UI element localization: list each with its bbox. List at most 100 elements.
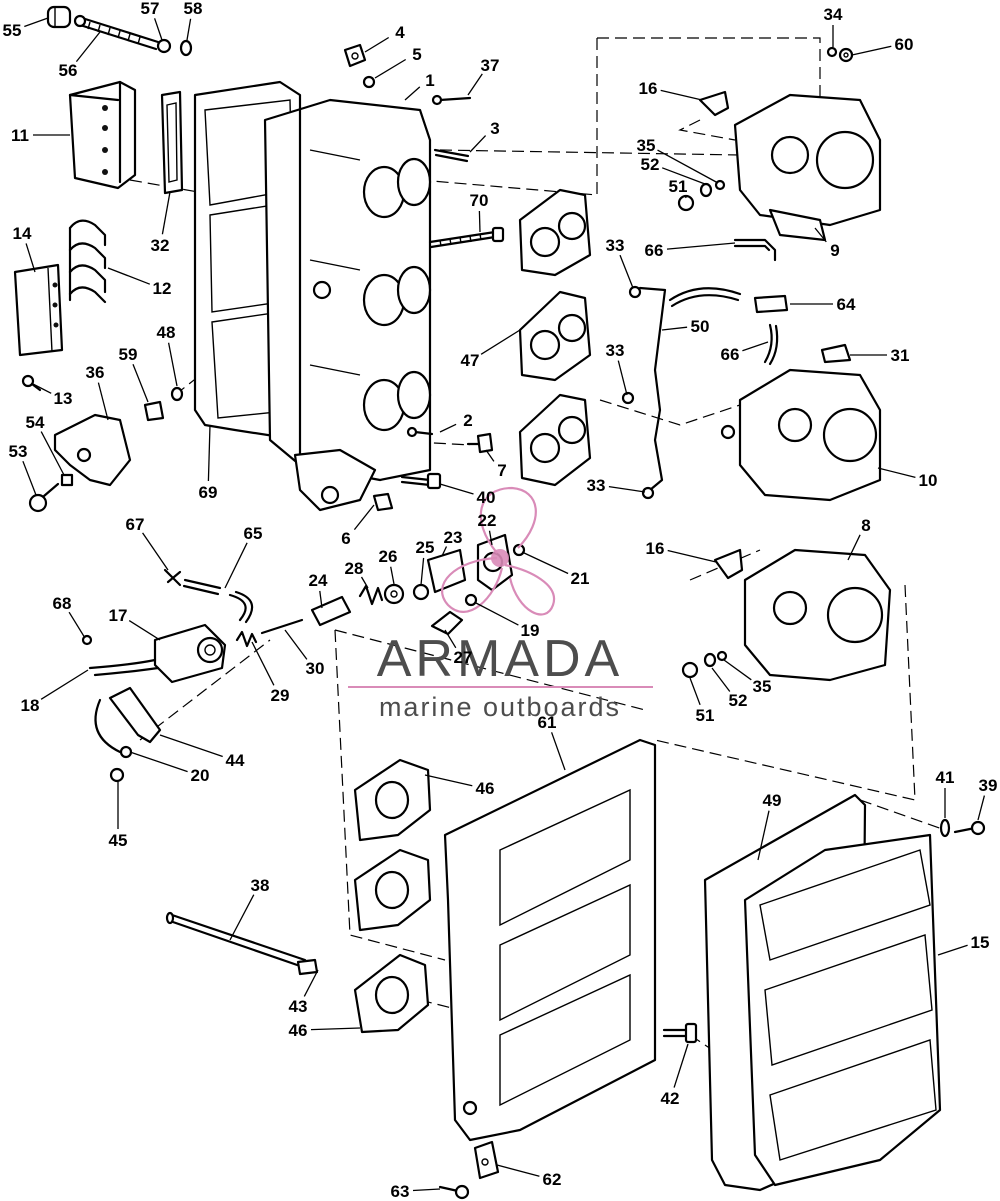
part-66-hoses [668, 238, 779, 366]
leader-line-47 [480, 329, 521, 355]
leader-line-19 [475, 602, 519, 626]
callout-48: 48 [157, 323, 176, 342]
callout-38: 38 [251, 876, 270, 895]
callout-46: 46 [289, 1021, 308, 1040]
brand-name: ARMADA [377, 630, 623, 688]
callout-33: 33 [606, 236, 625, 255]
part-56-stud [73, 14, 160, 51]
part-65-hose [182, 578, 254, 624]
leader-line-48 [167, 342, 178, 387]
part-54-washer [60, 473, 74, 487]
leader-line-36 [97, 382, 109, 421]
callout-7: 7 [497, 461, 506, 480]
leader-line-49 [757, 810, 770, 861]
part-15-silencer-cover [743, 833, 942, 1187]
callout-61: 61 [538, 713, 557, 732]
leader-line-46 [310, 1027, 361, 1031]
callout-31: 31 [891, 346, 910, 365]
callout-62: 62 [543, 1170, 562, 1189]
leader-line-61 [550, 732, 566, 771]
callout-1: 1 [425, 71, 434, 90]
leader-line-10 [877, 467, 916, 479]
callout-33: 33 [606, 341, 625, 360]
leader-line-59 [132, 363, 149, 403]
leader-line-16 [660, 89, 703, 101]
leader-line-20 [129, 751, 188, 773]
callout-41: 41 [936, 768, 955, 787]
part-30-plunger [260, 618, 304, 635]
part-7-fitting [466, 432, 494, 454]
callout-27: 27 [454, 648, 473, 667]
leader-line-69 [207, 424, 211, 482]
leader-line-25 [420, 557, 425, 586]
callout-60: 60 [895, 35, 914, 54]
part-55-cap [46, 5, 72, 29]
part-62-bracket [473, 1140, 500, 1180]
part-40-bolt [400, 472, 442, 490]
leader-line-18 [40, 669, 89, 700]
part-67-fitting [163, 568, 182, 587]
leader-line-50 [661, 326, 688, 331]
part-28-spring [358, 584, 384, 606]
brand-underline [348, 686, 653, 688]
part-57-nut [156, 38, 172, 54]
leader-line-26 [390, 566, 395, 585]
part-47-gaskets [518, 188, 592, 487]
part-19-o-ring [464, 593, 478, 607]
leader-line-12 [107, 267, 151, 285]
callout-44: 44 [226, 751, 245, 770]
leader-line-21 [521, 551, 569, 575]
leader-line-56 [75, 31, 101, 63]
callout-42: 42 [661, 1089, 680, 1108]
callout-33: 33 [587, 476, 606, 495]
leader-line-54 [40, 431, 65, 476]
leader-line-51 [684, 195, 687, 199]
callout-23: 23 [444, 528, 463, 547]
part-46-gaskets [353, 758, 432, 1034]
leader-line-44 [159, 734, 223, 758]
callout-21: 21 [571, 569, 590, 588]
callout-11: 11 [11, 126, 29, 145]
part-52-washer [699, 182, 717, 668]
leader-line-17 [128, 620, 161, 641]
leader-line-70 [478, 210, 481, 233]
leader-line-8 [847, 534, 861, 561]
part-41-washer [939, 818, 951, 838]
part-14-reed-block [13, 263, 64, 357]
part-33-nuts [621, 285, 655, 500]
leader-line-40 [439, 483, 474, 495]
leader-line-63 [412, 1188, 441, 1192]
part-17-solenoid [153, 623, 227, 684]
callout-17: 17 [109, 606, 128, 625]
leader-line-22 [488, 530, 493, 546]
callout-39: 39 [979, 776, 998, 795]
callout-45: 45 [109, 831, 128, 850]
part-38-rod [165, 911, 307, 969]
leader-line-33 [608, 485, 646, 493]
callout-36: 36 [86, 363, 105, 382]
callout-26: 26 [379, 547, 398, 566]
leader-line-53 [22, 460, 37, 496]
part-13-screw [21, 374, 42, 392]
brand-logo [441, 486, 556, 616]
leader-line-46 [424, 774, 473, 787]
part-70-screw [428, 226, 505, 249]
part-6-fitting [372, 492, 394, 512]
callout-50: 50 [691, 317, 710, 336]
callout-35: 35 [753, 677, 772, 696]
leader-line-51 [689, 677, 701, 706]
callout-43: 43 [289, 997, 308, 1016]
part-10-carburetor [720, 368, 882, 502]
leader-line-4 [364, 36, 390, 53]
callout-2: 2 [463, 411, 472, 430]
part-35-washer [714, 179, 728, 662]
part-63-screw [438, 1184, 470, 1200]
callout-46: 46 [476, 779, 495, 798]
callout-9: 9 [830, 241, 839, 260]
leader-line-35 [723, 659, 752, 681]
leader-line-33 [617, 360, 628, 396]
part-1-intake-manifold [263, 98, 432, 512]
leader-line-37 [467, 73, 483, 96]
callout-29: 29 [271, 686, 290, 705]
callout-63: 63 [391, 1182, 410, 1201]
